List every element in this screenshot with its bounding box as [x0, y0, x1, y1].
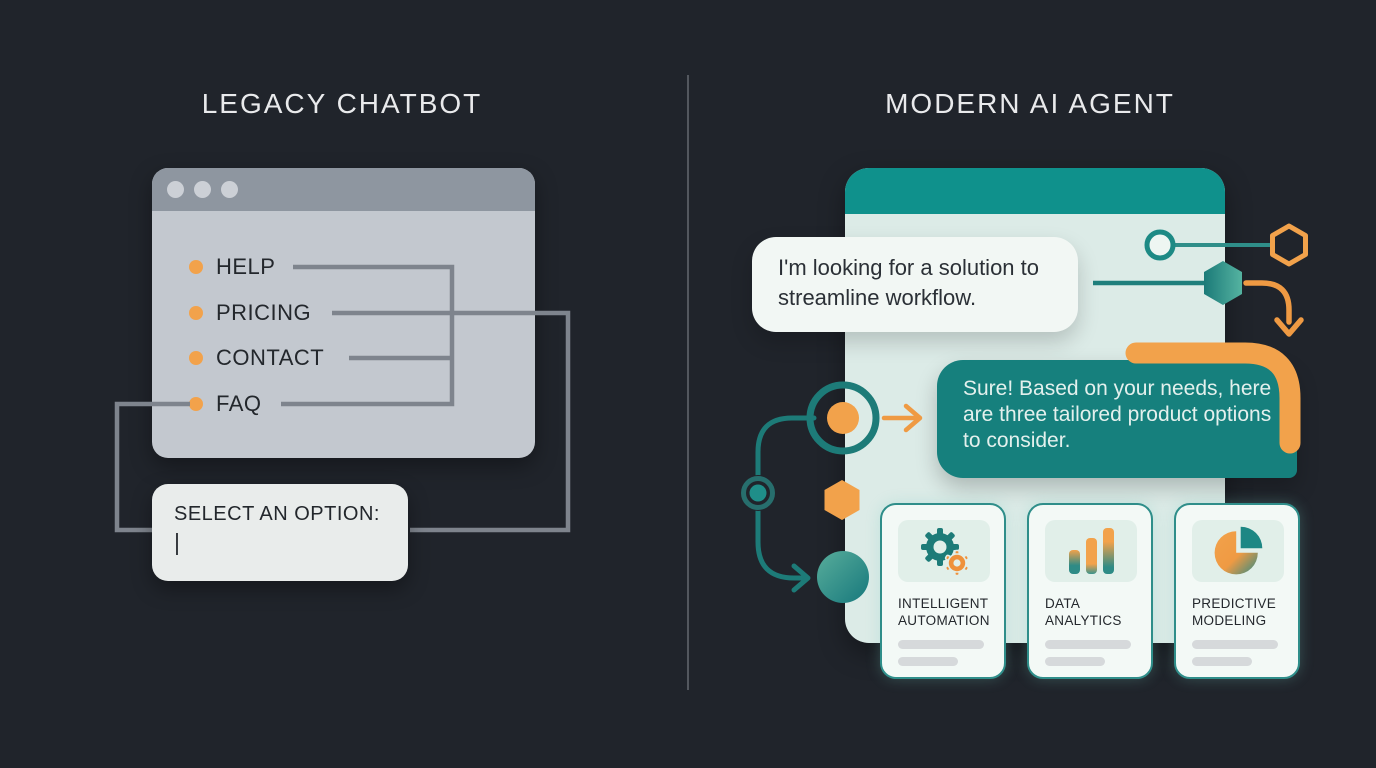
- menu-item-faq[interactable]: FAQ: [189, 390, 262, 418]
- skeleton-line: [1045, 657, 1105, 666]
- agent-message-text: Sure! Based on your needs, here are thre…: [963, 377, 1272, 452]
- window-control-dot: [194, 181, 211, 198]
- panel-divider: [687, 75, 689, 690]
- product-card-predictive-modeling[interactable]: PREDICTIVE MODELING: [1174, 503, 1300, 679]
- product-card-label: INTELLIGENT AUTOMATION: [898, 596, 990, 628]
- user-message-text: I'm looking for a solution to streamline…: [778, 255, 1040, 310]
- agent-message-bubble: Sure! Based on your needs, here are thre…: [937, 360, 1297, 478]
- product-card-label: DATA ANALYTICS: [1045, 596, 1122, 628]
- skeleton-line: [898, 657, 958, 666]
- gear-icon: [921, 528, 970, 576]
- bullet-icon: [189, 351, 203, 365]
- text-cursor: |: [174, 529, 180, 555]
- window-control-dot: [221, 181, 238, 198]
- bar-chart-icon: [1069, 528, 1114, 574]
- icon-panel: [1192, 520, 1284, 582]
- bullet-icon: [189, 306, 203, 320]
- prompt-label: SELECT AN OPTION:: [174, 503, 380, 525]
- icon-panel: [1045, 520, 1137, 582]
- bullet-icon: [189, 397, 203, 411]
- menu-item-help[interactable]: HELP: [189, 253, 275, 281]
- skeleton-line: [1192, 640, 1278, 649]
- product-card-data-analytics[interactable]: DATA ANALYTICS: [1027, 503, 1153, 679]
- bullet-icon: [189, 260, 203, 274]
- menu-item-pricing[interactable]: PRICING: [189, 299, 311, 327]
- skeleton-line: [898, 640, 984, 649]
- menu-item-contact[interactable]: CONTACT: [189, 344, 324, 372]
- menu-item-label: PRICING: [216, 300, 312, 325]
- user-message-bubble: I'm looking for a solution to streamline…: [752, 237, 1078, 332]
- curved-arrow-orange-icon: [1243, 280, 1304, 337]
- flow-path: [755, 415, 817, 593]
- legacy-chatbot-window: HELP PRICING CONTACT FAQ: [152, 168, 535, 458]
- skeleton-line: [1192, 657, 1252, 666]
- product-card-label: PREDICTIVE MODELING: [1192, 596, 1277, 628]
- skeleton-line: [1045, 640, 1131, 649]
- menu-item-label: FAQ: [216, 391, 262, 416]
- product-card-intelligent-automation[interactable]: INTELLIGENT AUTOMATION: [880, 503, 1006, 679]
- legacy-chatbot-title: LEGACY CHATBOT: [201, 88, 483, 119]
- window-control-dot: [167, 181, 184, 198]
- product-options-row: INTELLIGENT AUTOMATION: [880, 503, 1300, 679]
- hexagon-outline-icon: [1270, 223, 1308, 267]
- modern-ai-agent-title: MODERN AI AGENT: [885, 88, 1175, 119]
- window-titlebar: [152, 168, 535, 211]
- ring-node-icon: [740, 475, 776, 511]
- menu-item-label: HELP: [216, 254, 276, 279]
- icon-panel: [898, 520, 990, 582]
- menu-item-label: CONTACT: [216, 345, 325, 370]
- agent-card-header: [845, 168, 1225, 214]
- pie-chart-icon: [1214, 526, 1263, 575]
- option-prompt-box[interactable]: SELECT AN OPTION: |: [152, 484, 408, 581]
